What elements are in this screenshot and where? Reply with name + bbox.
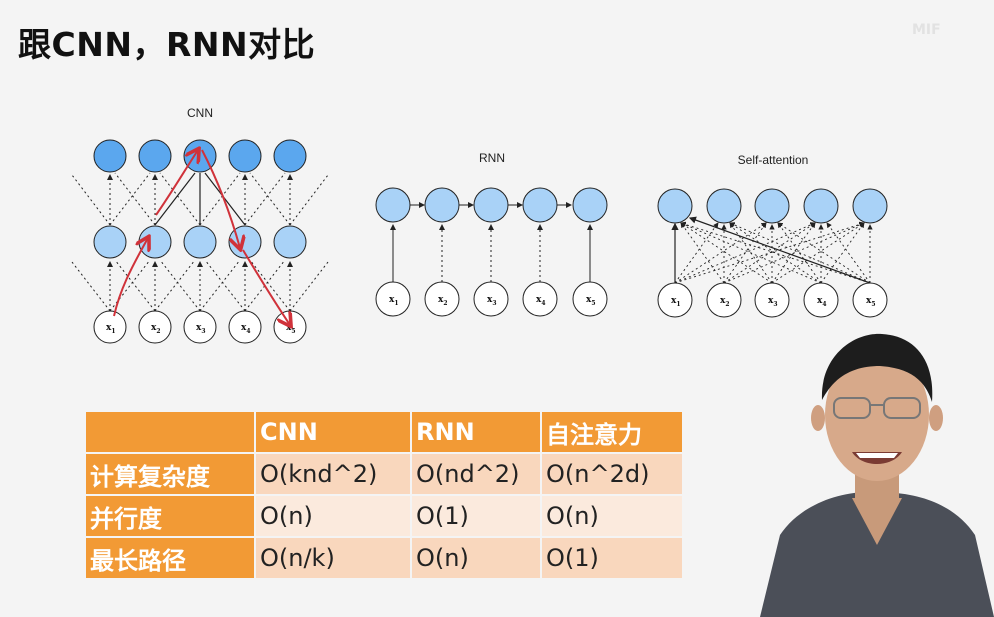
rnn-input-label: x4 (536, 295, 546, 307)
rnn-label: RNN (479, 151, 505, 165)
cnn-input-nodes (93, 310, 307, 344)
cnn-path-annotation (113, 150, 290, 325)
slide-title: 跟CNN，RNN对比 (18, 25, 316, 64)
sa-input-label: x4 (817, 296, 827, 308)
sa-input-label: x1 (671, 296, 681, 308)
row-label: 计算复杂度 (86, 454, 254, 494)
cell-cnn: O(n) (256, 496, 410, 536)
table-row: 计算复杂度 O(knd^2) O(nd^2) O(n^2d) (86, 454, 682, 494)
cell-cnn: O(n/k) (256, 538, 410, 578)
cnn-input-label: x4 (241, 323, 251, 335)
cell-rnn: O(1) (412, 496, 540, 536)
sa-input-nodes (657, 282, 888, 318)
comparison-table: CNN RNN 自注意力 计算复杂度 O(knd^2) O(nd^2) O(n^… (84, 410, 684, 580)
cnn-top-nodes (93, 139, 307, 173)
sa-input-label: x3 (768, 296, 778, 308)
sa-input-label: x5 (866, 296, 876, 308)
rnn-input-label: x3 (487, 295, 497, 307)
self-attention-edges (674, 221, 873, 284)
presenter-video (760, 333, 994, 617)
row-label: 最长路径 (86, 538, 254, 578)
cnn-hidden-nodes (93, 225, 307, 259)
cell-sa: O(n^2d) (542, 454, 682, 494)
architecture-diagram: CNN RNN Self-attention (71, 106, 888, 344)
table-header-row: CNN RNN 自注意力 (86, 412, 682, 452)
sa-hidden-nodes (657, 188, 888, 224)
rnn-input-label: x1 (389, 295, 399, 307)
rnn-input-label: x5 (586, 295, 596, 307)
rnn-input-nodes (375, 281, 608, 317)
watermark: MIF (912, 22, 941, 38)
header-corner (86, 412, 254, 452)
rnn-edges (390, 202, 593, 282)
cnn-input-label: x2 (151, 323, 161, 335)
row-label: 并行度 (86, 496, 254, 536)
cell-rnn: O(n) (412, 538, 540, 578)
cell-rnn: O(nd^2) (412, 454, 540, 494)
header-cnn: CNN (256, 412, 410, 452)
cell-sa: O(n) (542, 496, 682, 536)
cnn-label: CNN (187, 106, 213, 120)
sa-input-label: x2 (720, 296, 730, 308)
self-attention-label: Self-attention (738, 153, 809, 167)
header-self-attention: 自注意力 (542, 412, 682, 452)
cell-cnn: O(knd^2) (256, 454, 410, 494)
cnn-input-label: x1 (106, 323, 116, 335)
table-row: 最长路径 O(n/k) O(n) O(1) (86, 538, 682, 578)
cnn-input-label: x3 (196, 323, 206, 335)
rnn-input-label: x2 (438, 295, 448, 307)
cell-sa: O(1) (542, 538, 682, 578)
rnn-hidden-nodes (375, 187, 608, 223)
cnn-edges (71, 172, 329, 312)
header-rnn: RNN (412, 412, 540, 452)
table-row: 并行度 O(n) O(1) O(n) (86, 496, 682, 536)
